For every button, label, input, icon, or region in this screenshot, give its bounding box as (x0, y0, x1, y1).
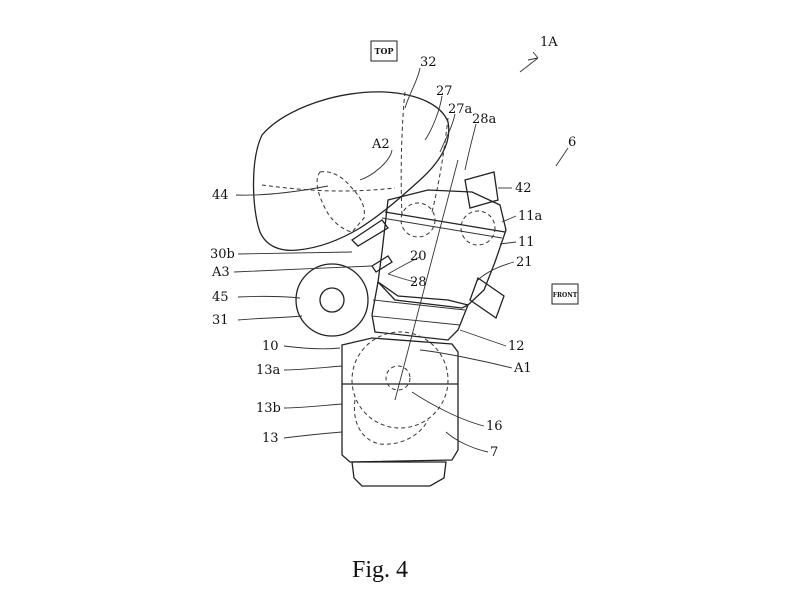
label-1a: 1A (540, 35, 558, 50)
label-13a: 13a (256, 363, 281, 378)
svg-text:FRONT: FRONT (553, 292, 578, 299)
label-12: 12 (508, 339, 525, 354)
top-badge: TOP (371, 41, 397, 61)
oil-pan (352, 462, 446, 486)
crank-circle-small (386, 366, 410, 390)
label-13: 13 (262, 431, 279, 446)
label-a3: A3 (211, 265, 230, 280)
label-16: 16 (486, 419, 503, 434)
label-28a: 28a (472, 112, 497, 127)
round-component-hub (320, 288, 344, 312)
air-cleaner-dashed (317, 172, 364, 232)
intake-link-a3 (372, 256, 392, 272)
crankcase (342, 338, 458, 462)
label-21: 21 (516, 255, 533, 270)
label-28: 28 (410, 275, 427, 290)
fuel-tank (254, 92, 449, 251)
label-7: 7 (490, 445, 498, 460)
label-6: 6 (568, 135, 576, 150)
label-11a: 11a (518, 209, 543, 224)
cylinder-block (372, 282, 468, 340)
figure-caption: Fig. 4 (352, 557, 408, 583)
cylinder-head (378, 190, 506, 305)
leader-lines (234, 52, 568, 452)
front-badge: FRONT (552, 284, 578, 304)
label-44: 44 (212, 188, 229, 203)
tank-inner-dashed (262, 185, 395, 191)
label-11: 11 (518, 235, 535, 250)
label-13b: 13b (256, 401, 281, 416)
label-31: 31 (212, 313, 229, 328)
label-a2: A2 (371, 137, 390, 152)
exhaust-upper (465, 172, 498, 208)
label-45: 45 (212, 290, 229, 305)
label-32: 32 (420, 55, 437, 70)
label-42: 42 (515, 181, 532, 196)
label-27: 27 (436, 84, 453, 99)
label-10: 10 (262, 339, 279, 354)
svg-text:TOP: TOP (375, 46, 394, 56)
label-27a: 27a (448, 102, 473, 117)
label-30b: 30b (210, 247, 235, 262)
round-component (296, 264, 368, 336)
label-a1: A1 (513, 361, 532, 376)
label-20: 20 (410, 249, 427, 264)
crank-dashed-arc (354, 400, 428, 444)
